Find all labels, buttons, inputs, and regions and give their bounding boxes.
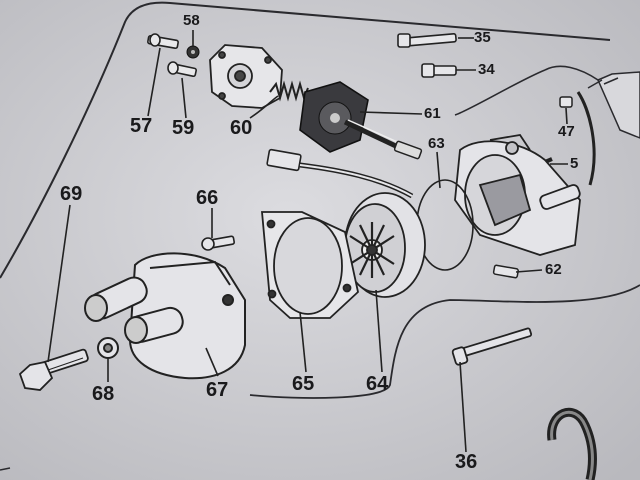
nut-58 [186,45,200,59]
callout-69: 69 [60,183,83,205]
leader-lines [47,30,568,453]
callout-60: 60 [230,117,253,139]
boundary-line-bottom [0,467,11,471]
motor-assembly [454,134,581,256]
boundary-line-lower [249,284,640,399]
callout-67: 67 [206,379,229,401]
callout-59: 59 [172,117,195,139]
wire-connector [266,148,414,199]
boundary-line-mid [454,69,546,116]
leader-62 [515,269,543,273]
leader-69 [47,204,71,363]
diaphragm-61 [299,81,423,160]
leader-63 [436,151,441,189]
leader-64 [375,289,383,373]
leader-36 [459,361,467,453]
boundary-line [0,1,611,279]
leader-67 [205,347,219,377]
clip-47 [559,91,596,186]
callout-62: 62 [545,261,562,278]
leader-57 [147,47,161,117]
leader-65 [299,311,307,373]
callout-57: 57 [130,115,153,137]
screw-59 [167,61,197,78]
screw-66 [201,235,235,251]
leader-59 [181,77,187,119]
bracket-lines [587,77,619,89]
callout-34: 34 [478,61,495,78]
leader-47 [565,107,568,125]
bracket-edge [597,71,640,139]
callout-68: 68 [92,383,115,405]
bolt-35 [397,33,457,48]
callout-35: 35 [474,29,491,46]
impeller-64 [344,192,426,298]
callout-66: 66 [196,187,219,209]
screw-62 [492,264,519,279]
bolt-69 [18,348,89,391]
callout-47: 47 [558,123,575,140]
spring-60 [269,80,309,102]
callout-63: 63 [428,135,445,152]
callout-36: 36 [455,451,478,473]
callout-64: 64 [366,373,389,395]
leader-61 [359,111,423,115]
hose-highlight [550,410,594,480]
screw-57 [147,33,179,50]
washer-68 [97,337,119,359]
leader-60 [249,95,279,119]
bolt-36 [451,327,533,366]
callout-5: 5 [570,155,579,172]
callout-65: 65 [292,373,315,395]
callout-61: 61 [424,105,441,122]
bolt-34 [421,63,457,78]
pump-housing-67 [84,252,246,380]
callout-58: 58 [183,12,200,29]
cover-plate [209,44,283,109]
gasket-65 [261,211,359,319]
